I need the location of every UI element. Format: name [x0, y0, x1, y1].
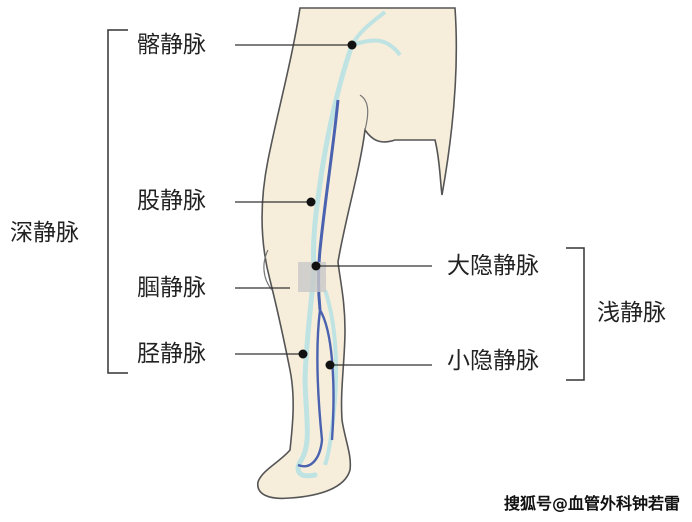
deep-bracket	[107, 29, 128, 374]
femoral-vein-label: 股静脉	[137, 188, 206, 214]
small-saphenous-vein	[323, 289, 339, 466]
tibial-vein-label: 胫静脉	[137, 341, 206, 367]
iliac-vein-label: 髂静脉	[137, 32, 206, 58]
superficial-veins-label: 浅静脉	[597, 300, 666, 326]
leg-outline	[257, 7, 458, 500]
superficial-bracket	[566, 247, 585, 381]
small-saphenous-vein-label: 小隐静脉	[447, 348, 539, 374]
popliteal-vein-label: 腘静脉	[137, 275, 206, 301]
deep-veins-label: 深静脉	[10, 220, 79, 246]
great-saphenous-vein	[295, 42, 355, 479]
watermark: 搜狐号@血管外科钟若雷	[503, 494, 680, 513]
great-saphenous-vein-label: 大隐静脉	[447, 253, 539, 279]
deep-tibial-vein	[297, 309, 335, 468]
